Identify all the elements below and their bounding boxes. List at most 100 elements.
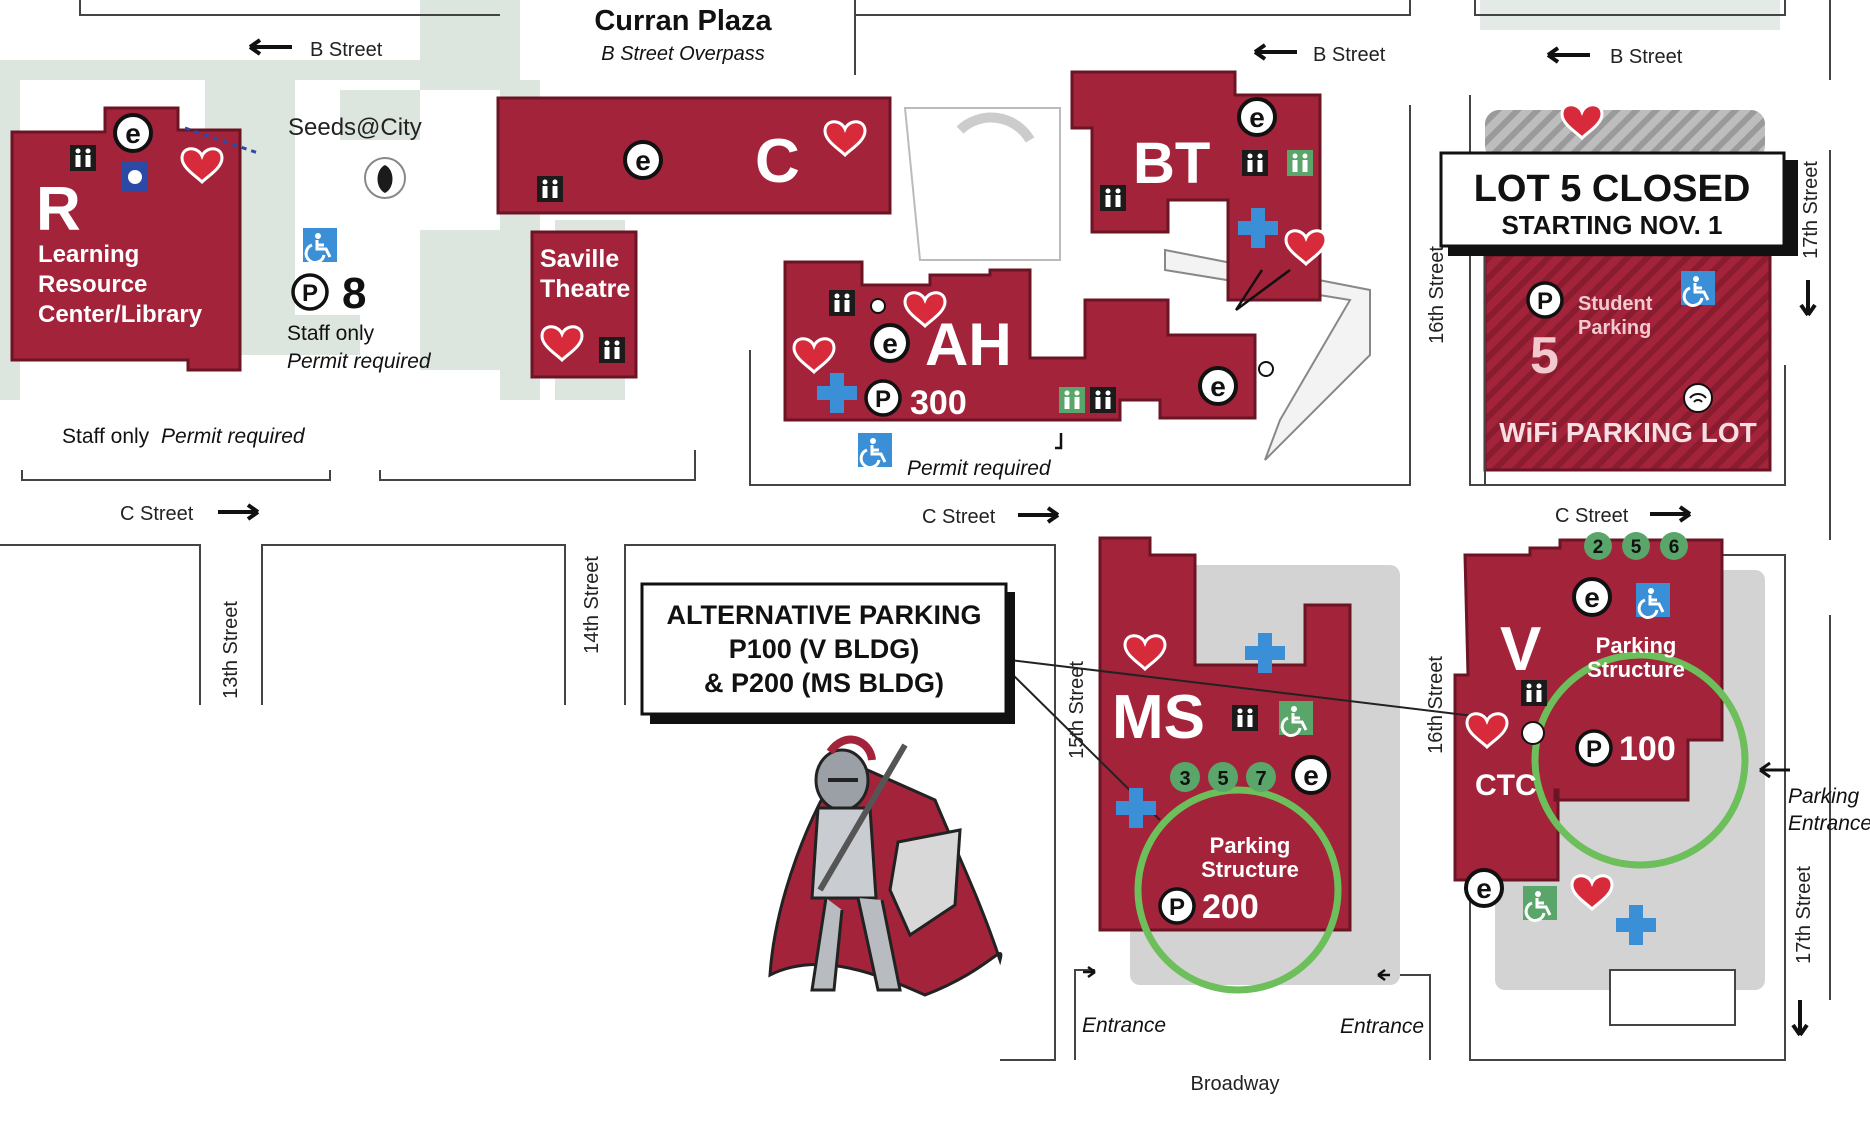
ah-parking-number: 300: [910, 384, 967, 422]
b-street-label-1: B Street: [310, 39, 383, 61]
alt-parking-line3: & P200 (MS BLDG): [704, 668, 944, 698]
path-line: [184, 126, 259, 155]
ah-permit-required: Permit required: [907, 457, 1052, 480]
parking-entrance-line2: Entrance: [1788, 812, 1870, 835]
ms-level-3: 3: [1179, 768, 1190, 790]
ms-parking-number: 200: [1202, 888, 1259, 926]
ev-charging-icon-glyph: e: [1303, 760, 1319, 791]
alt-parking-box: [640, 582, 1008, 716]
17th-street-label-1: 17th Street: [1800, 161, 1822, 259]
building-ctc-label: CTC: [1475, 769, 1537, 802]
arrow-down-icon: [1799, 280, 1817, 317]
parking-icon-glyph: P: [875, 386, 891, 413]
c-street-label-3: C Street: [1555, 505, 1629, 527]
ev-charging-icon-glyph: e: [1584, 582, 1600, 613]
arrow-right-icon: [1650, 505, 1692, 523]
plaza-arc: [956, 112, 1035, 143]
ms-structure-line1: Parking: [1210, 833, 1291, 858]
wifi-icon: [1683, 383, 1713, 413]
seeds-at-city-label: Seeds@City: [288, 114, 422, 141]
entrance-label-ms-east: Entrance: [1340, 1015, 1424, 1038]
v-kiosk: [1609, 969, 1736, 1026]
13th-street-label: 13th Street: [220, 601, 242, 699]
plaza-path: [903, 107, 1061, 261]
v-structure-line2: Structure: [1587, 657, 1685, 682]
v-level-2: 2: [1593, 537, 1604, 558]
highlight-circle-p200: [1134, 786, 1342, 994]
restroom-icon: [1090, 387, 1116, 413]
building-ah-letter: AH: [925, 311, 1012, 378]
arrow-left-icon: [248, 38, 292, 56]
broadway-label: Broadway: [1191, 1073, 1280, 1095]
parking-icon-glyph: P: [1169, 894, 1185, 921]
building-ms-letter: MS: [1112, 683, 1205, 752]
16th-street-label-2: 16th Street: [1425, 656, 1447, 754]
knight-legs: [810, 897, 902, 992]
17th-street-label-2: 17th Street: [1793, 866, 1815, 964]
restroom-icon: [1232, 705, 1258, 731]
building-v[interactable]: [1453, 538, 1724, 882]
v-level-5: 5: [1631, 537, 1642, 558]
15th-street-label: 15th Street: [1066, 661, 1088, 759]
ms-level-7: 7: [1255, 768, 1266, 790]
arrow-right-icon: [218, 503, 260, 521]
ev-charging-icon-glyph: e: [635, 145, 651, 176]
restroom-icon: [829, 290, 855, 316]
ms-level-badge-3: [1170, 762, 1200, 792]
arrow-left-icon: [1759, 761, 1790, 779]
restroom-icon: [1521, 680, 1547, 706]
building-ah[interactable]: [783, 260, 1257, 422]
v-level-6: 6: [1669, 537, 1680, 558]
phone-icon: [870, 298, 886, 314]
accessible-icon: [1521, 884, 1559, 922]
restroom-icon: [70, 145, 96, 171]
building-v-letter: V: [1500, 615, 1541, 684]
lot5-closed-box: [1439, 151, 1786, 248]
wifi-icon-waves: [1689, 393, 1707, 403]
alt-parking-line2: P100 (V BLDG): [729, 634, 920, 664]
parking-icon-glyph: P: [1586, 736, 1602, 763]
lot8-note2: Permit required: [287, 350, 432, 373]
arrow-left-icon: [1546, 46, 1590, 64]
knight-shield: [888, 828, 962, 938]
c-street-label-1: C Street: [120, 503, 194, 525]
accessible-icon: [301, 226, 339, 264]
lot5-number: 5: [1530, 327, 1559, 385]
building-ms[interactable]: [1098, 536, 1352, 932]
accessible-icon: [1277, 699, 1315, 737]
bt-ramp: [1164, 248, 1371, 461]
b-street-label-3: B Street: [1610, 46, 1683, 68]
v-structure-line1: Parking: [1596, 633, 1677, 658]
building-r[interactable]: [10, 106, 242, 372]
lot5-north-area: [1485, 110, 1765, 160]
v-level-badge-2: [1584, 532, 1612, 560]
restroom-icon: [1100, 185, 1126, 211]
arrow-down-icon: [1791, 1000, 1809, 1037]
accessible-icon: [856, 431, 894, 469]
knight-mascot: [768, 735, 1003, 997]
building-c[interactable]: [496, 96, 892, 215]
ev-charging-icon-glyph: e: [882, 328, 898, 359]
parking-icon-glyph: P: [302, 280, 318, 307]
saville-line1: Saville: [540, 245, 619, 273]
street-labels: B Street B Street B Street C Street C St…: [120, 38, 1822, 1095]
arrow-right-icon: [1018, 506, 1060, 524]
phone-icon: [1258, 361, 1274, 377]
entrance-arrow-icon: [1083, 965, 1096, 979]
restroom-icon: [1242, 150, 1268, 176]
16th-street-label-1: 16th Street: [1426, 246, 1448, 344]
ev-charging-icon-glyph: e: [1249, 102, 1265, 133]
lot5-closed-subtitle: STARTING NOV. 1: [1501, 210, 1722, 240]
staff-only-text: Staff only: [62, 425, 150, 448]
restroom-icon: [537, 176, 563, 202]
building-r-line2: Resource: [38, 271, 147, 298]
highlight-circle-p100: [1531, 651, 1749, 869]
staff-only-note: Staff only Permit required: [62, 425, 306, 448]
ah-entrance-marker: [1055, 433, 1063, 450]
building-r-line1: Learning: [38, 241, 139, 268]
pointer-arrow: [1234, 268, 1291, 312]
lot5-student-line1: Student: [1578, 293, 1653, 315]
building-r-line3: Center/Library: [38, 301, 203, 328]
saville-line2: Theatre: [540, 275, 630, 303]
parking-entrance-line1: Parking: [1788, 785, 1860, 808]
